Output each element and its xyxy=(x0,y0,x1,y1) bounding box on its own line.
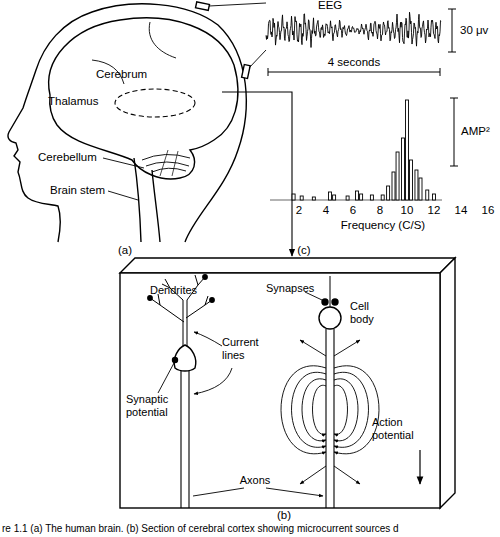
synapse-knob xyxy=(148,296,152,300)
amplitude-scale-bar xyxy=(450,98,458,166)
current-line xyxy=(281,366,326,454)
spectrum-bar xyxy=(346,196,349,200)
current-line xyxy=(334,379,358,441)
thalamus-outline xyxy=(115,89,195,117)
voltage-scale-bar xyxy=(448,9,456,52)
tick-label: 12 xyxy=(428,204,441,217)
signal-name: Action potential xyxy=(372,416,427,441)
axons-pointer xyxy=(193,488,323,496)
pointer-arrow xyxy=(194,332,222,346)
tick-label: 2 xyxy=(296,204,302,217)
axon xyxy=(326,329,334,508)
spectrum-bar xyxy=(370,195,373,200)
spectrum-bar xyxy=(392,172,395,200)
time-scale-bar xyxy=(268,68,440,76)
spectrum-bar xyxy=(312,197,315,200)
cortex-block-top xyxy=(120,258,455,273)
part-name: Cell body xyxy=(350,300,380,325)
synapse-knob xyxy=(203,275,207,279)
spectrum-bar xyxy=(401,138,404,200)
spectrum-bar xyxy=(396,152,399,200)
part-name: Dendrites xyxy=(150,284,197,297)
spectrum-bar xyxy=(300,196,303,200)
signal-name: EEG xyxy=(318,0,342,12)
spectrum-bar xyxy=(387,186,390,200)
current-line xyxy=(302,379,326,441)
tick-label: 4 xyxy=(323,204,329,217)
synapse-knob xyxy=(332,299,338,305)
axis-title: Frequency (C/S) xyxy=(341,219,425,232)
cerebellum-fold xyxy=(160,150,178,176)
part-name: Cerebrum xyxy=(96,68,147,81)
pointer-arrow xyxy=(194,368,232,394)
tick-label: 16 xyxy=(482,204,495,217)
spectrum-bar xyxy=(406,100,409,200)
electrode-wire xyxy=(209,3,266,6)
spectrum-bar xyxy=(360,194,363,200)
cortex-section-block: Dendrites SynapsesCell bodyCurrent linesS… xyxy=(120,258,455,508)
part-name: Cerebellum xyxy=(38,151,97,164)
time-scale-label: 4 seconds xyxy=(328,56,380,69)
current-line xyxy=(334,340,360,356)
current-line xyxy=(334,385,348,434)
eeg-trace xyxy=(266,12,441,47)
current-line xyxy=(300,466,326,484)
synapse-knob xyxy=(210,298,214,302)
figure-caption: re 1.1 (a) The human brain. (b) Section … xyxy=(2,523,399,534)
tick-label: 14 xyxy=(455,204,468,217)
brain-stem xyxy=(152,170,160,242)
leader-line xyxy=(108,191,138,200)
part-name: Synapses xyxy=(266,282,314,295)
current-line xyxy=(313,385,327,434)
electrode-wire xyxy=(249,50,266,68)
scale-value: 30 μv xyxy=(460,24,488,37)
current-line xyxy=(334,372,369,447)
current-line xyxy=(300,340,326,356)
leader-line xyxy=(103,158,144,168)
cerebellum-fold xyxy=(146,162,189,166)
current-line xyxy=(292,372,327,447)
panel-label: (c) xyxy=(297,244,310,257)
signal-name: Synaptic potential xyxy=(126,393,186,418)
spectrum-bar xyxy=(329,192,332,200)
tick-label: 6 xyxy=(350,204,356,217)
cell-body xyxy=(319,307,341,329)
synapse-knob xyxy=(322,299,328,305)
tick-label: 10 xyxy=(401,204,414,217)
action-potential-arrow xyxy=(419,450,420,484)
axon xyxy=(181,371,189,508)
electrode xyxy=(242,65,251,79)
tick-label: 8 xyxy=(377,204,383,217)
section-pointer-arrow xyxy=(222,92,292,256)
part-name: Current lines xyxy=(222,336,272,361)
spectrum-bar xyxy=(410,160,413,200)
leader-line xyxy=(158,363,174,393)
spectrum-bar xyxy=(292,194,295,200)
cortex-block-side xyxy=(440,258,455,508)
head-outline xyxy=(8,4,246,242)
cerebellum-fold xyxy=(152,168,186,172)
spectrum-bar xyxy=(433,194,436,200)
spectrum-bar xyxy=(419,178,422,200)
current-line xyxy=(334,466,360,484)
axis-title: AMP² xyxy=(461,125,490,138)
synapse-knob xyxy=(173,358,178,363)
spectrum-bar xyxy=(415,170,418,200)
dendrite xyxy=(330,276,331,307)
sulcus-line xyxy=(149,22,176,58)
spectrum-bar xyxy=(381,195,384,200)
panel-label: (b) xyxy=(277,509,291,522)
electrode xyxy=(196,2,210,11)
part-name: Axons xyxy=(240,474,271,487)
panel-label: (a) xyxy=(118,244,132,257)
spectrum-bar xyxy=(356,191,359,200)
part-name: Brain stem xyxy=(50,184,105,197)
spectrum-bar xyxy=(426,190,429,200)
part-name: Thalamus xyxy=(48,95,99,108)
cortex-block-front xyxy=(120,273,440,508)
spectrum-bar xyxy=(333,195,336,200)
